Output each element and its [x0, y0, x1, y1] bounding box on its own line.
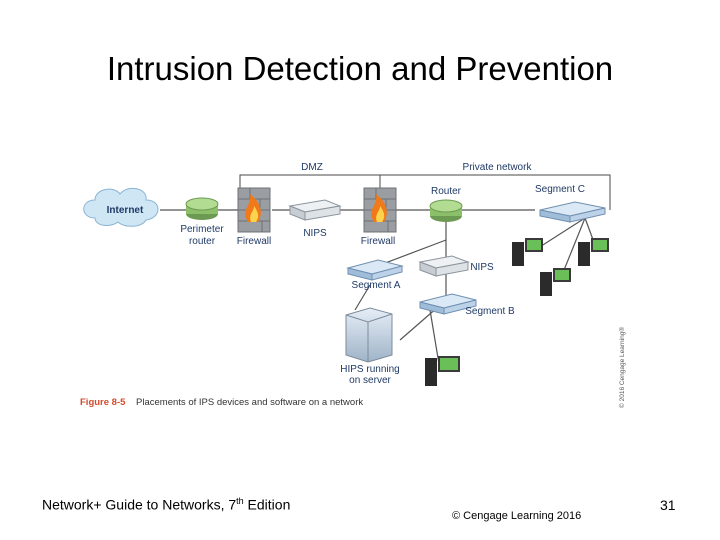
private-network-bracket — [379, 174, 611, 210]
switch-icon — [346, 259, 404, 281]
nips-1-label: NIPS — [303, 228, 327, 239]
page-number: 31 — [660, 497, 676, 513]
workstation-icon — [578, 238, 609, 266]
nips-appliance-icon — [418, 255, 470, 277]
perimeter-router-label-1: Perimeter — [180, 224, 224, 235]
internet-cloud-icon — [83, 187, 159, 227]
segment-c-label: Segment C — [535, 184, 585, 195]
firewall-icon — [237, 187, 271, 233]
router-label: Router — [431, 186, 462, 197]
private-network-label: Private network — [463, 162, 533, 173]
firewall-1-label: Firewall — [237, 236, 271, 247]
footer-book-title-main: Network+ Guide to Networks, 7 — [42, 496, 237, 513]
nips-2-label: NIPS — [470, 262, 494, 273]
workstation-icon — [425, 356, 460, 386]
firewall-icon — [363, 187, 397, 233]
firewall-2-label: Firewall — [361, 236, 395, 247]
switch-icon — [419, 293, 477, 315]
figure-number: Figure 8-5 — [80, 397, 126, 408]
segment-b-label: Segment B — [465, 306, 515, 317]
footer-book-title: Network+ Guide to Networks, 7th Edition — [42, 496, 290, 513]
dmz-label: DMZ — [301, 162, 323, 173]
figure-caption: Figure 8-5 Placements of IPS devices and… — [80, 397, 363, 408]
internet-label: Internet — [107, 205, 144, 216]
workstation-icon — [512, 238, 543, 266]
side-credit: © 2016 Cengage Learning® — [618, 327, 626, 408]
router-icon — [429, 199, 463, 222]
switch-icon — [539, 201, 606, 223]
network-diagram: DMZ Private network Internet Perimeter r… — [80, 162, 626, 408]
workstation-icon — [540, 268, 571, 296]
segment-a-label: Segment A — [352, 280, 401, 291]
hips-label-2: on server — [349, 375, 391, 386]
perimeter-router-label-2: router — [189, 236, 216, 247]
footer-copyright: © Cengage Learning 2016 — [452, 510, 582, 522]
perimeter-router-icon — [185, 197, 219, 220]
figure-caption-text: Placements of IPS devices and software o… — [136, 397, 363, 408]
slide-title: Intrusion Detection and Prevention — [106, 50, 614, 87]
hips-label-1: HIPS running — [340, 364, 399, 375]
nips-appliance-icon — [288, 199, 342, 221]
footer-book-title-sup: th — [236, 496, 244, 506]
server-icon — [345, 307, 393, 363]
footer-book-title-suffix: Edition — [243, 496, 291, 513]
